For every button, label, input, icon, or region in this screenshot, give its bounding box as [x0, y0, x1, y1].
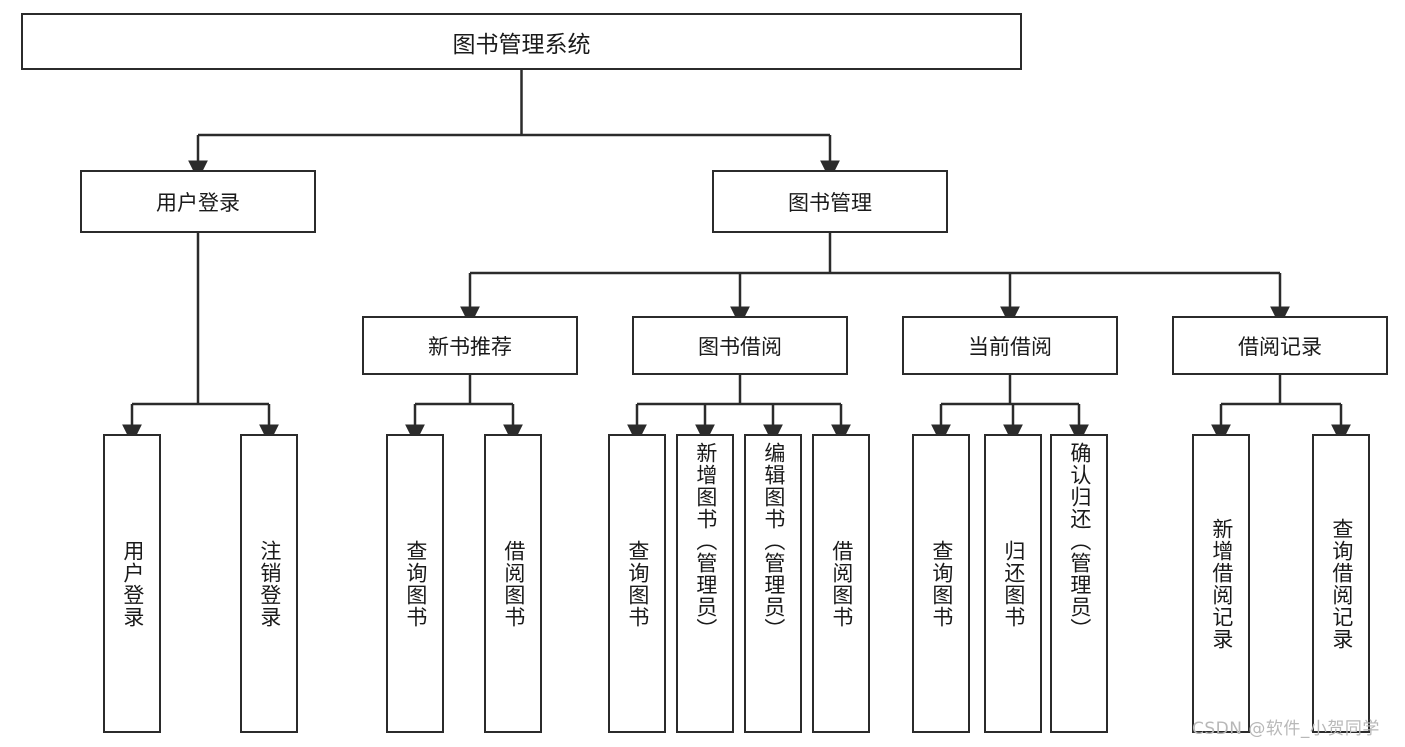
leaf-label: 借阅图书 — [501, 539, 526, 628]
leaf-label: 编辑图书（管理员） — [761, 442, 786, 640]
leaf-node[interactable]: 借阅图书 — [484, 434, 542, 733]
leaf-node[interactable]: 查询借阅记录 — [1312, 434, 1370, 733]
node-new-book-recommend[interactable]: 新书推荐 — [362, 316, 578, 375]
leaf-node[interactable]: 注销登录 — [240, 434, 298, 733]
node-root-label: 图书管理系统 — [452, 31, 591, 58]
leaf-label: 新增图书（管理员） — [693, 442, 718, 640]
node-book-management[interactable]: 图书管理 — [712, 170, 948, 233]
leaf-node[interactable]: 查询图书 — [386, 434, 444, 733]
leaf-label: 查询图书 — [625, 539, 650, 628]
leaf-node[interactable]: 新增借阅记录 — [1192, 434, 1250, 733]
leaf-label: 借阅图书 — [829, 539, 854, 628]
leaf-label: 查询图书 — [403, 539, 428, 628]
leaf-node[interactable]: 编辑图书（管理员） — [744, 434, 802, 733]
node-new-book-recommend-label: 新书推荐 — [428, 334, 512, 359]
leaf-label: 查询图书 — [929, 539, 954, 628]
leaf-node[interactable]: 用户登录 — [103, 434, 161, 733]
node-borrow-record-label: 借阅记录 — [1238, 334, 1322, 359]
leaf-node[interactable]: 新增图书（管理员） — [676, 434, 734, 733]
node-user-login[interactable]: 用户登录 — [80, 170, 316, 233]
leaf-node[interactable]: 查询图书 — [608, 434, 666, 733]
leaf-label: 确认归还（管理员） — [1067, 442, 1092, 640]
node-root-system[interactable]: 图书管理系统 — [21, 13, 1022, 70]
leaf-label: 归还图书 — [1001, 539, 1026, 628]
leaf-label: 注销登录 — [257, 539, 282, 628]
node-book-management-label: 图书管理 — [788, 190, 872, 215]
node-borrow-record[interactable]: 借阅记录 — [1172, 316, 1388, 375]
leaf-node[interactable]: 查询图书 — [912, 434, 970, 733]
node-current-borrow-label: 当前借阅 — [968, 334, 1052, 359]
node-current-borrow[interactable]: 当前借阅 — [902, 316, 1118, 375]
leaf-label: 新增借阅记录 — [1209, 517, 1234, 650]
leaf-node[interactable]: 借阅图书 — [812, 434, 870, 733]
node-book-borrow[interactable]: 图书借阅 — [632, 316, 848, 375]
leaf-node[interactable]: 确认归还（管理员） — [1050, 434, 1108, 733]
leaf-label: 用户登录 — [120, 539, 145, 628]
node-book-borrow-label: 图书借阅 — [698, 334, 782, 359]
leaf-node[interactable]: 归还图书 — [984, 434, 1042, 733]
csdn-watermark: CSDN @软件_小贺同学 — [1192, 719, 1380, 739]
leaf-label: 查询借阅记录 — [1329, 517, 1354, 650]
node-user-login-label: 用户登录 — [156, 190, 240, 215]
